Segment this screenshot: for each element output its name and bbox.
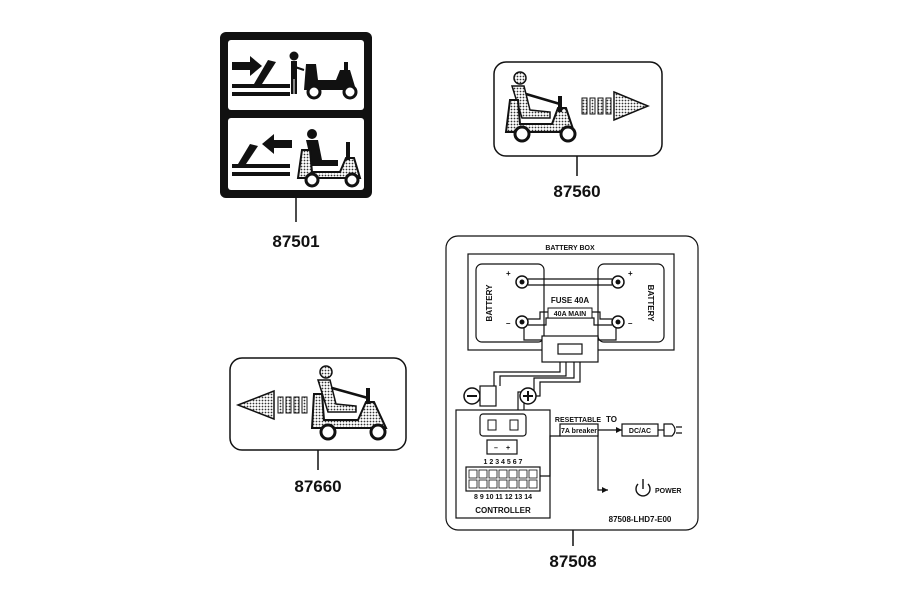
fuse-label: FUSE 40A (551, 296, 589, 305)
part-number-87660: 87660 (294, 477, 341, 496)
battery-right-label: BATTERY (646, 285, 655, 323)
arrow-right-icon (616, 427, 622, 433)
power-label: POWER (655, 488, 681, 495)
seated-rider-icon (310, 365, 388, 441)
label-87660: 87660 (229, 357, 407, 496)
resettable-label: RESETTABLE (555, 417, 601, 424)
battery-right-plus: + (628, 269, 633, 278)
fuse-main-label: 40A MAIN (554, 311, 586, 318)
to-label: TO (606, 415, 617, 424)
seat-lever-icon (232, 144, 290, 176)
breaker-label: 7A breaker (561, 428, 597, 435)
seat-lever-icon (232, 60, 290, 96)
battery-left-label: BATTERY (485, 284, 494, 322)
pins-top: 1 2 3 4 5 6 7 (484, 459, 523, 466)
controller: – + 1 2 3 4 5 6 7 8 9 10 11 12 13 14 CON… (455, 409, 551, 519)
battery-right-minus: – (628, 319, 633, 328)
minus-terminal-icon (463, 385, 497, 407)
label-87508-wiring: BATTERY BOX BATTERY + – BATTERY + – (445, 235, 699, 571)
seated-rider-icon (504, 71, 577, 143)
dcac-label: DC/AC (629, 428, 651, 435)
seated-rider-icon (296, 129, 362, 188)
battery-right: BATTERY + – (597, 263, 665, 343)
controller-plus: + (506, 445, 510, 452)
backward-arrow-icon (262, 134, 292, 154)
battery-left-plus: + (506, 269, 511, 278)
forward-arrow-icon (581, 90, 650, 122)
battery-left-minus: – (506, 319, 511, 328)
controller-minus: – (494, 445, 498, 452)
backward-arrow-icon (235, 389, 308, 421)
label-code: 87508-LHD7-E00 (609, 515, 672, 524)
label-87501: 87501 (220, 32, 372, 251)
person-standing-icon (289, 51, 305, 94)
battery-box-title: BATTERY BOX (545, 245, 595, 252)
pins-bottom: 8 9 10 11 12 13 14 (474, 494, 532, 501)
part-number-87508: 87508 (549, 552, 596, 571)
forward-arrow-icon (232, 56, 262, 76)
plug-icon (658, 423, 682, 437)
part-number-87501: 87501 (272, 232, 319, 251)
controller-label: CONTROLLER (475, 506, 531, 515)
part-number-87560: 87560 (553, 182, 600, 201)
arrow-right-icon (602, 487, 608, 493)
plus-terminal-icon (519, 387, 537, 405)
label-87560: 87560 (493, 61, 663, 201)
battery-left: BATTERY + – (475, 263, 545, 343)
main-connector (493, 335, 599, 412)
scooter-icon (304, 62, 358, 100)
power-icon (635, 479, 651, 497)
